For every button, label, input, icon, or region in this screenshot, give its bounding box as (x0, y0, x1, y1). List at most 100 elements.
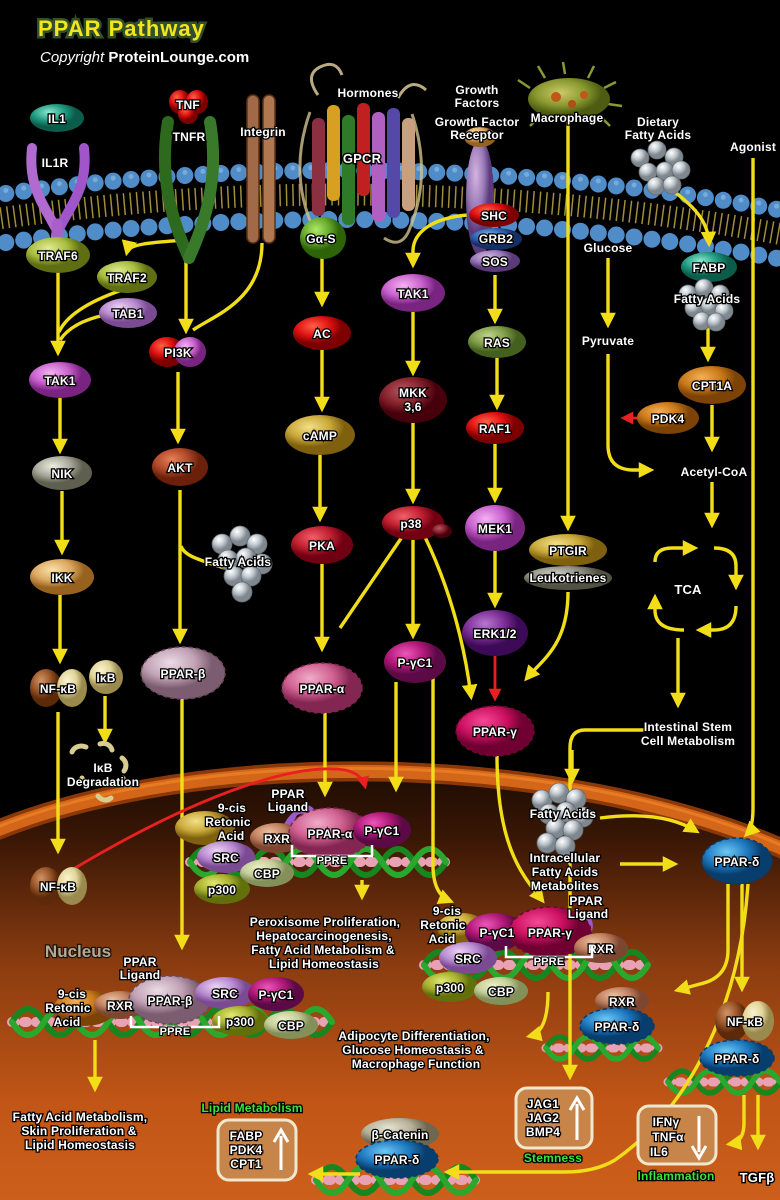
growth-factors-label-1: Growth (455, 83, 498, 97)
grb2-shape (470, 228, 522, 250)
ikb-degradation-label-2: Degradation (67, 775, 139, 789)
pyruvate-label: Pyruvate (582, 334, 634, 348)
complex-bcatenin-ppar-delta: β-Catenin PPAR-δ (355, 1118, 439, 1179)
copyright: Copyright ProteinLounge.com (40, 49, 249, 66)
tnf-receptor-complex: TNF TNFR (158, 90, 220, 264)
integrin: Integrin (239, 94, 287, 244)
intracellular-line-1: Intracellular (530, 851, 601, 865)
pgc1-complex0-label: P-γC1 (258, 988, 293, 1002)
fatty-acids-cytoplasm: Fatty Acids (203, 525, 272, 603)
pka-label: PKA (309, 539, 335, 553)
ppar-delta4-label: PPAR-δ (715, 1052, 760, 1066)
macrophage-label: Macrophage (531, 111, 604, 125)
retinoic0-label-2: Retonic (45, 1001, 91, 1015)
node-mkk36: MKK 3,6 (379, 377, 447, 423)
cbp2-label: CBP (488, 985, 514, 999)
ifn-gene-ifng: IFNγ (653, 1115, 680, 1129)
ppar-delta5-label: PPAR-δ (375, 1153, 420, 1167)
p300-0-label: p300 (226, 1015, 254, 1029)
tak1-mid-label: TAK1 (397, 287, 428, 301)
retinoic1-label-3: Acid (218, 829, 245, 843)
macrophage-cell: Macrophage (517, 61, 623, 127)
node-pdk4: PDK4 (637, 402, 699, 434)
transcription-complex-ppar-alpha: PPAR Ligand 9-cis Retonic Acid RXR PPAR-… (175, 786, 411, 904)
leukotrienes-label: Leukotrienes (529, 571, 606, 585)
nucleus-label: Nucleus (45, 942, 111, 961)
intestinal-label-1: Intestinal Stem (644, 720, 732, 734)
ppre0-label: PPRE (160, 1026, 191, 1038)
cpt1a-label: CPT1A (692, 379, 732, 393)
peroxisome-line-2: Hepatocarcinogenesis, (256, 929, 392, 943)
retinoic0-label-1: 9-cis (58, 987, 86, 1001)
node-tak1-left: TAK1 (29, 362, 91, 398)
up-arrow-icon (272, 1127, 290, 1170)
node-ppar-beta-cytoplasm: PPAR-β (140, 646, 226, 700)
ppar-gamma-complex-label: PPAR-γ (528, 926, 572, 940)
p300-2-label: p300 (436, 981, 464, 995)
stemness-label: Stemness (524, 1151, 582, 1165)
p300-1-label: p300 (208, 883, 236, 897)
ifn-gene-tnfa: TNFα (652, 1130, 684, 1144)
ppar-delta-nucleus-label: PPAR-δ (715, 855, 760, 869)
traf2-label: TRAF2 (107, 271, 147, 285)
node-camp: cAMP (285, 415, 355, 455)
ppar-beta-cytoplasm-label: PPAR-β (161, 667, 206, 681)
retinoic0-label-3: Acid (54, 1015, 81, 1029)
fatty-acids-fabp: Fatty Acids (672, 278, 741, 332)
erk12-label: ERK1/2 (473, 627, 516, 641)
ppre1-label: PPRE (317, 855, 348, 867)
tca-cycle-arrows (647, 540, 744, 638)
pgc1-complex2-label: P-γC1 (479, 926, 514, 940)
tab1-label: TAB1 (112, 307, 143, 321)
tgfb-label: TGFβ (740, 1170, 775, 1185)
retinoic1-label-2: Retonic (205, 815, 251, 829)
lipid-gene-pdk4: PDK4 (230, 1143, 263, 1157)
lipid-metabolism-label: Lipid Metabolism (201, 1101, 302, 1115)
nfkb-cytoplasm-label: NF-κB (40, 682, 76, 696)
g-alpha-s-shape (300, 217, 346, 259)
tca-label: TCA (674, 582, 702, 597)
ptgir-label: PTGIR (549, 544, 587, 558)
gf-receptor-label-2: Receptor (450, 128, 504, 142)
node-erk12: ERK1/2 (462, 610, 528, 656)
tak1-left-label: TAK1 (44, 374, 75, 388)
ppar-ligand0-label-1: PPAR (123, 955, 156, 969)
adipocyte-line-1: Adipocyte Differentiation, (338, 1029, 489, 1043)
node-raf1: RAF1 (466, 412, 524, 444)
ppar-alpha-cytoplasm-label: PPAR-α (299, 682, 344, 696)
raf1-label: RAF1 (479, 422, 511, 436)
grb2-label: GRB2 (479, 232, 513, 246)
node-pgc1-cytoplasm: P-γC1 (384, 641, 446, 683)
g-alpha-s-label: Gα-S (306, 232, 336, 246)
node-ikb: IκB (89, 660, 123, 694)
rxr0-label: RXR (107, 999, 133, 1013)
dietary-fatty-acids: Dietary Fatty Acids (623, 114, 692, 196)
peroxisome-line-3: Fatty Acid Metabolism & (251, 943, 395, 957)
intracellular-line-2: Fatty Acids (532, 865, 599, 879)
ppar-ligand2-label-2: Ligand (568, 907, 609, 921)
lipid-metabolism-box: Lipid Metabolism FABP PDK4 CPT1 (200, 1100, 304, 1182)
intracellular-line-3: Metabolites (531, 879, 599, 893)
node-ppar-delta-nucleus: PPAR-δ (701, 837, 773, 885)
fatty-skin-line-3: Lipid Homeostasis (25, 1138, 135, 1152)
ppre2-label: PPRE (534, 956, 565, 968)
pi3k-label: PI3K (164, 346, 192, 360)
p38-label: p38 (400, 517, 421, 531)
node-cpt1a: CPT1A (678, 366, 746, 404)
tnfr-label: TNFR (173, 130, 206, 144)
acetyl-coa-label: Acetyl-CoA (681, 465, 748, 479)
retinoic2-label-2: Retonic (420, 918, 466, 932)
ppar-gamma-cytoplasm-label: PPAR-γ (473, 725, 517, 739)
node-nik: NIK (32, 456, 92, 490)
ppar-ligand0-label-2: Ligand (120, 968, 161, 982)
lipid-gene-cpt1: CPT1 (230, 1157, 262, 1171)
glucose-label: Glucose (584, 241, 633, 255)
pathway-arrows (50, 122, 766, 1182)
transcription-complex-ppar-beta: PPAR Ligand 9-cis Retonic Acid RXR PPAR-… (44, 954, 318, 1039)
gpcr-label: GPCR (343, 151, 382, 166)
fatty-skin-line-1: Fatty Acid Metabolism, (13, 1110, 148, 1124)
copyright-brand: ProteinLounge.com (108, 49, 249, 66)
gf-receptor-label-1: Growth Factor (435, 115, 520, 129)
peroxisome-outcome-text: Peroxisome Proliferation, Hepatocarcinog… (249, 914, 402, 973)
